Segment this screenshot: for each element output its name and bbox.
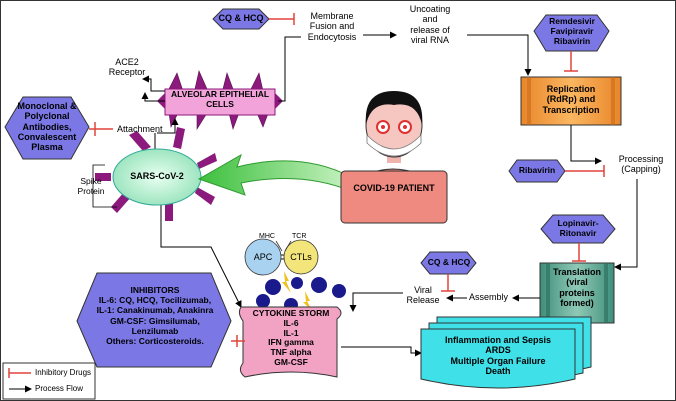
translation-box (539, 262, 615, 324)
inhibitors-tag (76, 272, 232, 368)
cytokine-dots (256, 277, 346, 312)
flow-arrow (614, 179, 638, 271)
flow-arrow (341, 346, 422, 357)
outcome-doc-front (420, 328, 576, 389)
replication-box (520, 76, 622, 126)
flow-arrow (141, 92, 165, 102)
apc-cell (244, 238, 282, 276)
flow-arrow (278, 36, 301, 102)
flow-arrow (349, 292, 403, 312)
cq-hcq-mid-tag (420, 251, 477, 275)
legend-box (2, 362, 96, 400)
cq-hcq-mid-label: CQ & HCQ (427, 257, 471, 267)
virus-label: SARS-CoV-2 (130, 171, 184, 181)
lopinavir-label: Lopinavir-Ritonavir (557, 218, 599, 238)
antibodies-tag (4, 96, 90, 160)
mhc-label: MHC (259, 233, 275, 240)
virus-body (112, 148, 202, 206)
flow-arrow (160, 201, 242, 308)
patient-figure (340, 91, 448, 224)
cytokine-storm-box (238, 306, 342, 378)
lopinavir-tag (540, 214, 616, 244)
ctls-label: CTLs (290, 252, 312, 262)
remdesivir-tag (533, 14, 610, 52)
patient-label: COVID-19 PATIENT (353, 183, 435, 193)
lightning-icons (282, 271, 312, 311)
cq-hcq-top-label: CQ & HCQ (218, 13, 264, 23)
patient-to-virus-arrow (197, 153, 352, 196)
flow-arrow (467, 34, 532, 76)
flow-arrow (570, 125, 602, 165)
flow-arrow (157, 118, 179, 134)
legend-inhibitory-label: Inhibitory Drugs (35, 368, 92, 377)
assembly-label: Assembly (469, 292, 509, 302)
tcr-label: TCR (292, 233, 307, 240)
processing-label: Processing(Capping) (618, 154, 664, 175)
legend-flow-label: Process Flow (35, 384, 84, 393)
apc-label: APC (253, 252, 273, 262)
ace2-pointer (142, 75, 165, 92)
attachment-label: Attachment (117, 124, 163, 134)
ribavirin-label: Ribavirin (518, 165, 556, 175)
ctls-cell (283, 239, 319, 275)
